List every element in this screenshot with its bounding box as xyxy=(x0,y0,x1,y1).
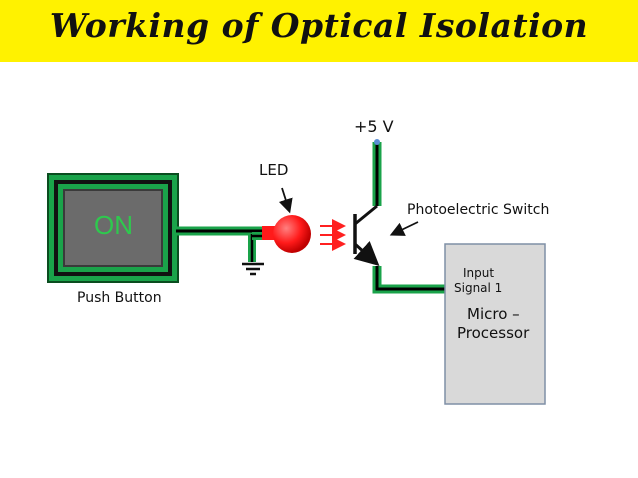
microprocessor-box xyxy=(444,243,546,405)
phototransistor-icon xyxy=(353,204,380,267)
page-title: Working of Optical Isolation xyxy=(49,6,589,45)
button-state-label: ON xyxy=(94,210,133,240)
processor-line1: Micro – xyxy=(467,305,520,323)
input-signal-line1: Input xyxy=(463,266,495,280)
wire-output xyxy=(372,266,446,294)
title-bar: Working of Optical Isolation xyxy=(0,0,638,62)
pointer-arrow-icon xyxy=(278,187,293,214)
supply-label: +5 V xyxy=(354,117,394,136)
push-button[interactable] xyxy=(47,173,179,283)
light-arrows-icon xyxy=(320,219,346,251)
processor-line2: Processor xyxy=(457,324,530,342)
pointer-arrow-icon xyxy=(389,221,419,236)
ground-icon xyxy=(242,262,264,276)
led-bulb-icon xyxy=(262,215,311,253)
wire-supply xyxy=(372,139,382,206)
photo-switch-label: Photoelectric Switch xyxy=(407,202,550,218)
push-button-label: Push Button xyxy=(77,290,162,306)
led-label: LED xyxy=(259,161,289,179)
input-signal-line2: Signal 1 xyxy=(454,281,503,295)
